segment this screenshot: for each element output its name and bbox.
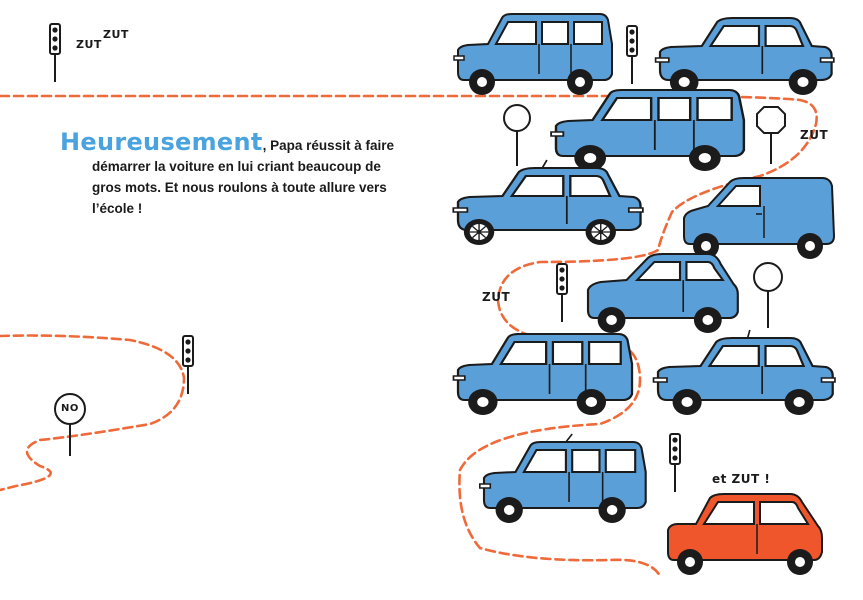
hatchback-car-icon [586,252,739,333]
red-mini-car-icon [667,493,823,575]
story-line-2: démarrer la voiture en lui criant beauco… [92,159,381,174]
shout-zut: ZUT [482,290,511,304]
station-wagon-icon [478,433,647,523]
round-road-sign-icon [753,262,783,328]
station-wagon-icon [549,88,746,171]
station-wagon-icon [453,13,613,95]
traffic-light-icon [626,25,638,85]
round-road-sign-icon [503,104,531,166]
traffic-light-icon [669,433,681,493]
story-line-4: l’école ! [92,201,143,216]
traffic-light-icon [49,23,61,83]
shout-zut: ZUT [76,38,102,51]
sedan-car-icon [652,329,837,415]
octagon-road-sign-icon [756,106,786,164]
shout-zut: ZUT [800,128,829,142]
sedan-car-icon [452,159,645,246]
story-line-3: gros mots. Et nous roulons à toute allur… [92,180,387,195]
station-wagon-icon [452,332,634,415]
traffic-light-icon [556,263,568,323]
story-paragraph: Heureusement, Papa réussit à faire démar… [60,130,400,219]
road-path-top [0,94,818,578]
traffic-light-icon [182,335,194,395]
no-sign-label: NO [61,403,79,414]
shout-zut: ZUT [103,28,129,41]
shout-et-zut: et ZUT ! [712,472,771,486]
story-highlight: Heureusement [60,128,263,156]
van-car-icon [683,177,835,259]
story-line-1: , Papa réussit à faire [262,138,394,153]
road-path-left [0,334,186,492]
sedan-car-icon [654,16,835,95]
no-sign-icon [54,393,86,456]
